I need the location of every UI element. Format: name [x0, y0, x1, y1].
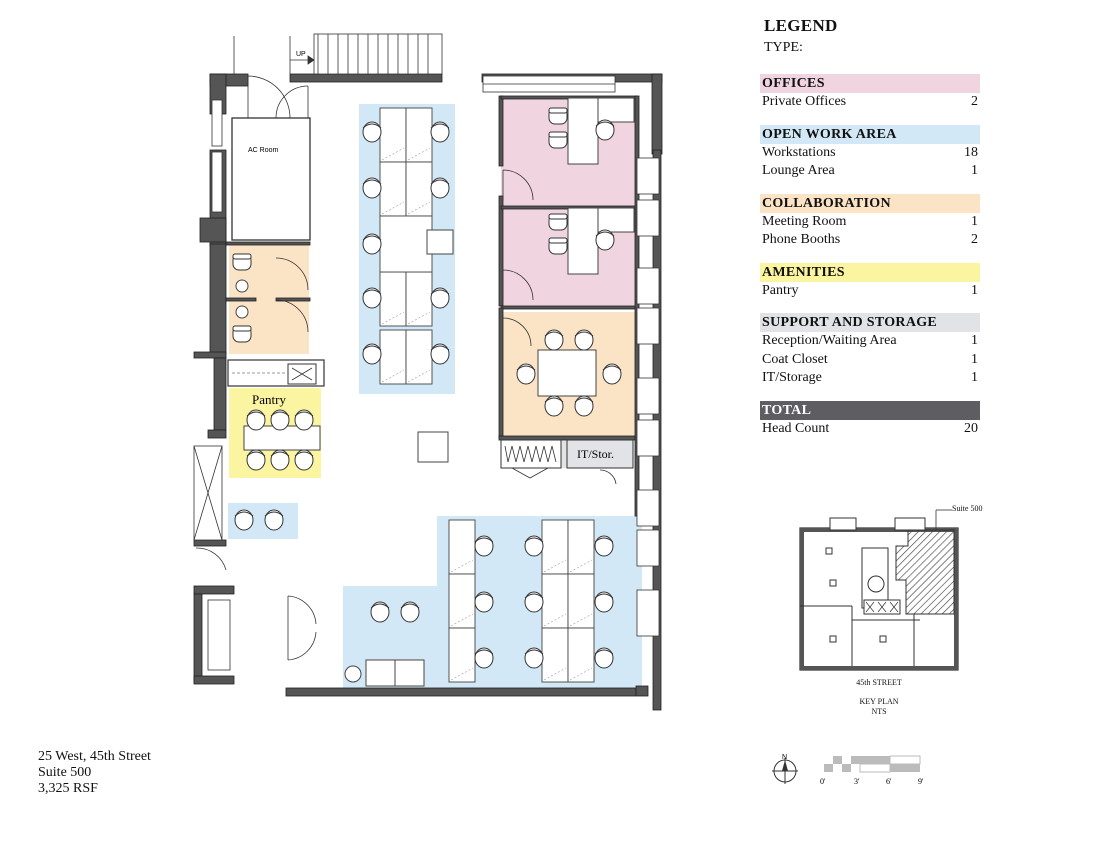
legend-item-count: 1 — [971, 213, 978, 229]
legend-item-label: Workstations — [762, 144, 836, 160]
legend-row: Workstations 18 — [760, 144, 980, 163]
stair-up-label: UP — [296, 51, 306, 58]
legend-type-label: TYPE: — [764, 40, 803, 55]
legend-row: Head Count 20 — [760, 420, 980, 439]
workstations-south — [448, 519, 614, 683]
legend-category-heading: COLLABORATION — [760, 193, 980, 213]
legend-category-heading: TOTAL — [760, 400, 980, 420]
legend-item-count: 1 — [971, 333, 978, 348]
stair — [233, 33, 443, 75]
key-plan-title: KEY PLAN — [859, 697, 899, 706]
legend-row: Private Offices 2 — [760, 93, 980, 112]
suite-line: Suite 500 — [38, 765, 92, 780]
legend-row: Pantry 1 — [760, 282, 980, 301]
legend-row: Reception/Waiting Area 1 — [760, 332, 980, 351]
it-storage-label: IT/Stor. — [577, 447, 614, 461]
pantry-furniture — [227, 359, 325, 471]
legend-item-count: 2 — [971, 232, 978, 247]
legend-item-label: Phone Booths — [762, 232, 841, 247]
meeting-room-furniture — [516, 329, 622, 417]
lounge-south-furniture — [344, 601, 425, 687]
legend-item-label: Pantry — [762, 282, 799, 298]
legend-row: Coat Closet 1 — [760, 351, 980, 370]
legend-row: Lounge Area 1 — [760, 162, 980, 181]
legend-item-label: Head Count — [762, 420, 830, 436]
legend-category-heading: AMENITIES — [760, 262, 980, 282]
office-1-furniture — [548, 97, 635, 165]
it-storage-room: IT/Stor. — [500, 439, 634, 485]
north-label: N — [782, 754, 787, 761]
pantry-label: Pantry — [252, 392, 286, 407]
rsf-line: 3,325 RSF — [38, 781, 98, 796]
scale-tick-0: 0' — [820, 777, 826, 786]
scale-bar: 0' 3' 6' 9' — [820, 755, 924, 786]
legend-category-heading: OFFICES — [760, 74, 980, 93]
column — [426, 229, 454, 255]
windows-east — [482, 75, 660, 637]
key-plan-suite-callout: Suite 500 — [952, 504, 983, 513]
legend-item-label: Reception/Waiting Area — [762, 333, 897, 348]
legend-item-label: Private Offices — [762, 94, 847, 109]
phone-booths-furniture — [232, 253, 309, 343]
address-line: 25 West, 45th Street — [38, 749, 151, 764]
column — [417, 431, 449, 463]
legend-item-count: 20 — [964, 420, 978, 436]
key-plan-suite-highlight — [895, 529, 955, 615]
legend-item-count: 1 — [971, 282, 978, 298]
address-block: 25 West, 45th Street Suite 500 3,325 RSF — [38, 749, 151, 797]
north-arrow-icon — [772, 758, 798, 784]
legend-item-label: Coat Closet — [762, 351, 828, 367]
legend-item-label: Meeting Room — [762, 213, 847, 229]
office-2-furniture — [548, 207, 635, 275]
ac-room: AC Room — [231, 75, 311, 241]
legend-row: Phone Booths 2 — [760, 231, 980, 250]
legend-item-count: 1 — [971, 163, 978, 178]
legend-item-count: 2 — [971, 94, 978, 109]
legend-item-count: 1 — [971, 351, 978, 367]
legend-category-heading: SUPPORT AND STORAGE — [760, 313, 980, 332]
scale-tick-3: 3' — [854, 777, 860, 786]
windows-west — [207, 99, 231, 671]
key-plan-street-label: 45th STREET — [856, 678, 902, 687]
scale-tick-6: 6' — [886, 777, 892, 786]
legend-item-count: 18 — [964, 144, 978, 160]
scale-tick-9: 9' — [918, 777, 924, 786]
legend-item-count: 1 — [971, 370, 978, 385]
legend-item-label: IT/Storage — [762, 370, 822, 385]
office-doors — [502, 169, 534, 347]
key-plan — [799, 509, 959, 671]
legend-category-heading: OPEN WORK AREA — [760, 124, 980, 144]
legend-title: LEGEND — [764, 16, 838, 35]
legend-item-label: Lounge Area — [762, 163, 835, 178]
ac-room-label: AC Room — [248, 147, 279, 154]
legend-row: Meeting Room 1 — [760, 213, 980, 232]
key-plan-scale-note: NTS — [871, 707, 887, 716]
legend-row: IT/Storage 1 — [760, 369, 980, 388]
core-west — [193, 445, 317, 661]
